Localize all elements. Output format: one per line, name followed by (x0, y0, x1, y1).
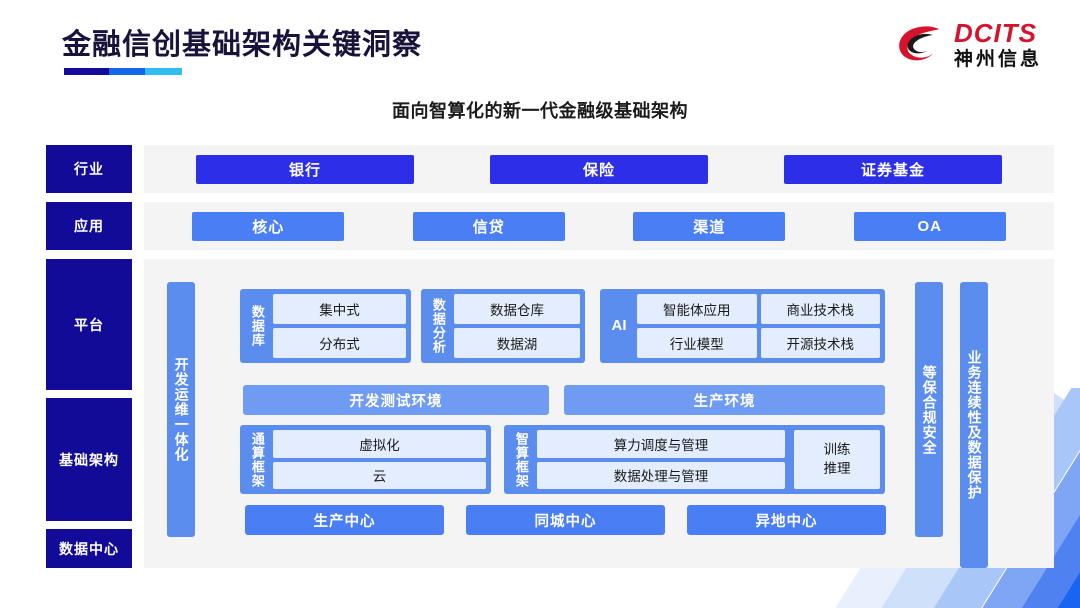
datacenter-metro[interactable]: 同城中心 (466, 505, 665, 535)
ai-item-industry-model[interactable]: 行业模型 (637, 328, 757, 358)
ai-item-agent-application[interactable]: 智能体应用 (637, 294, 757, 324)
environment-production[interactable]: 生产环境 (564, 385, 885, 415)
infer-label: 推理 (823, 460, 851, 476)
dcits-logo: DCITS 神州信息 (896, 20, 1042, 69)
card-database-label: 数据库 (249, 305, 265, 347)
diagram-subtitle: 面向智算化的新一代金融级基础架构 (392, 101, 688, 121)
card-intelligent-compute-framework: 智算框架 算力调度与管理 数据处理与管理 训练 推理 (504, 425, 885, 494)
datacenter-remote[interactable]: 异地中心 (687, 505, 886, 535)
card-data-analysis: 数据分析 数据仓库 数据湖 (421, 289, 585, 363)
datacenter-production[interactable]: 生产中心 (245, 505, 444, 535)
swirl-logo-mark-icon (899, 25, 940, 60)
card-ai-label: AI (611, 317, 627, 335)
general-compute-item-virtualization[interactable]: 虚拟化 (273, 430, 486, 458)
title-underline (64, 68, 182, 75)
ai-item-commercial-stack[interactable]: 商业技术栈 (760, 294, 880, 324)
card-data-analysis-label: 数据分析 (430, 298, 446, 354)
sidebar-business-continuity: 业务连续性及数据保护 (960, 282, 988, 568)
page-title: 金融信创基础架构关键洞察 (62, 29, 423, 61)
logo-wordmark: DCITS 神州信息 (954, 20, 1042, 69)
underline-segment-3 (145, 68, 182, 75)
industry-band: 银行 保险 证券基金 (144, 145, 1054, 193)
card-intelligent-compute-label: 智算框架 (513, 431, 529, 488)
layer-label-platform: 平台 (46, 259, 132, 390)
general-compute-item-cloud[interactable]: 云 (273, 461, 486, 489)
database-item-distributed[interactable]: 分布式 (273, 328, 406, 358)
sidebar-devops-integration: 开发运维一体化 (167, 282, 195, 537)
industry-item-securities-fund[interactable]: 证券基金 (784, 154, 1002, 184)
application-item-oa[interactable]: OA (853, 211, 1006, 241)
logo-text-cn: 神州信息 (953, 49, 1042, 70)
underline-segment-1 (64, 68, 109, 75)
industry-item-insurance[interactable]: 保险 (490, 154, 708, 184)
layer-label-infrastructure: 基础架构 (46, 398, 132, 521)
environment-dev-test[interactable]: 开发测试环境 (243, 385, 549, 415)
intelligent-compute-train-infer[interactable]: 训练 推理 (794, 430, 880, 489)
industry-item-bank[interactable]: 银行 (196, 154, 414, 184)
data-analysis-item-warehouse[interactable]: 数据仓库 (454, 294, 580, 324)
logo-text-en: DCITS (953, 18, 1037, 48)
card-ai: AI 智能体应用 行业模型 商业技术栈 开源技术栈 (600, 289, 885, 363)
train-label: 训练 (823, 442, 851, 458)
intelligent-compute-item-data-processing[interactable]: 数据处理与管理 (537, 461, 785, 489)
sidebar-security-compliance: 等保合规安全 (915, 282, 943, 537)
layer-label-industry: 行业 (46, 145, 132, 193)
layer-label-datacenter: 数据中心 (46, 529, 132, 568)
underline-segment-2 (108, 68, 146, 75)
application-item-core[interactable]: 核心 (192, 211, 345, 241)
ai-item-opensource-stack[interactable]: 开源技术栈 (760, 328, 880, 358)
database-item-centralized[interactable]: 集中式 (273, 294, 406, 324)
data-analysis-item-lake[interactable]: 数据湖 (454, 328, 580, 358)
application-item-credit[interactable]: 信贷 (412, 211, 565, 241)
application-item-channel[interactable]: 渠道 (633, 211, 786, 241)
card-general-compute-framework: 通算框架 虚拟化 云 (240, 425, 491, 494)
card-database: 数据库 集中式 分布式 (240, 289, 411, 363)
card-general-compute-label: 通算框架 (249, 431, 265, 488)
intelligent-compute-item-scheduling[interactable]: 算力调度与管理 (537, 430, 785, 458)
layer-label-application: 应用 (46, 202, 132, 250)
application-band: 核心 信贷 渠道 OA (144, 202, 1054, 250)
